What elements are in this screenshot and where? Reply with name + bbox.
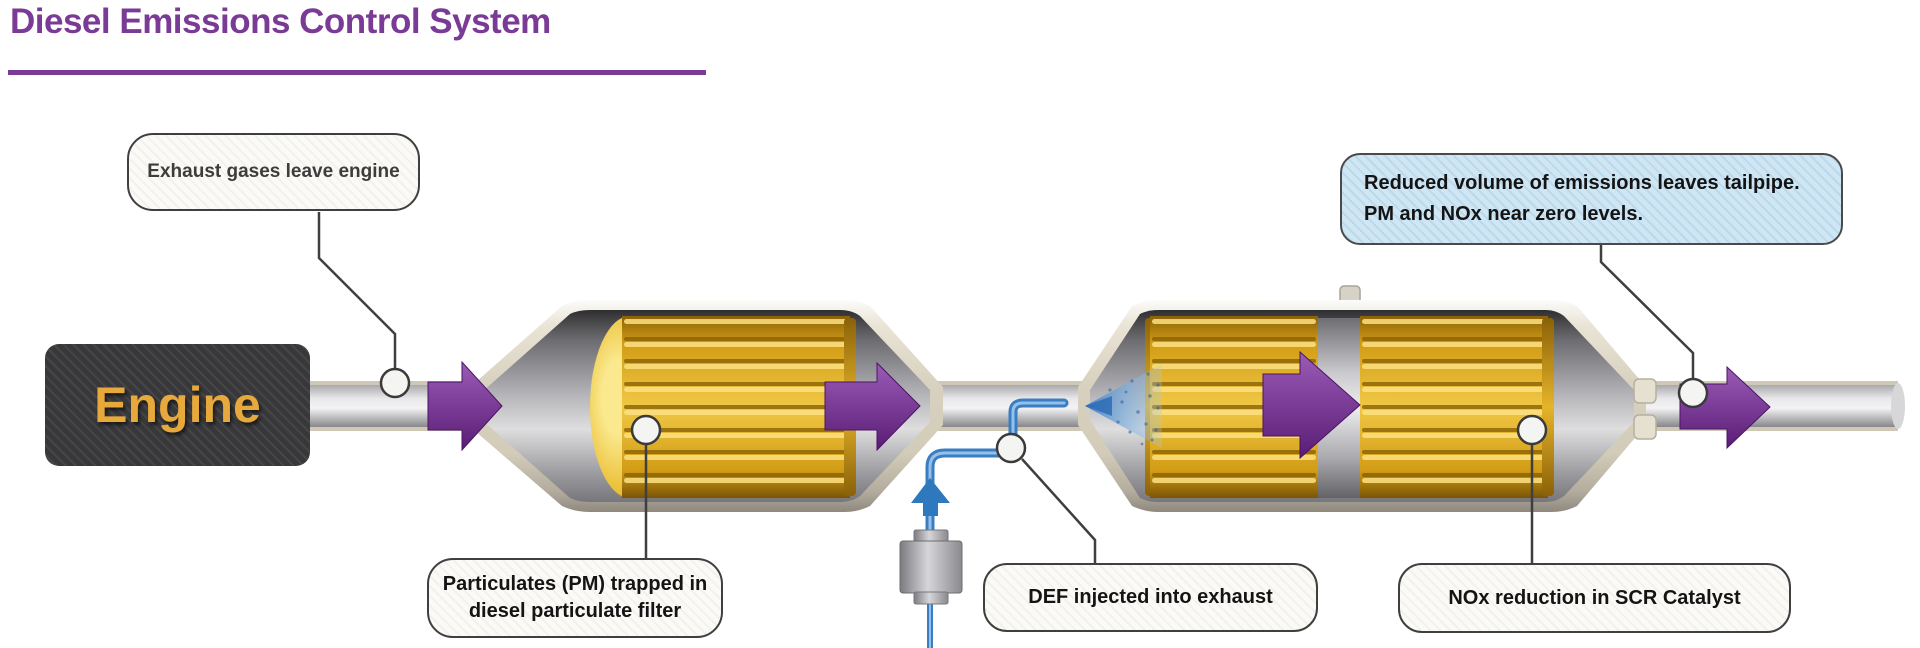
callout-exhaust-gases: Exhaust gases leave engine: [127, 133, 420, 211]
flow-arrow-1-icon: [427, 360, 503, 452]
tailpipe-flange: [1633, 378, 1657, 440]
page-title: Diesel Emissions Control System: [10, 2, 551, 41]
callout-pm-line1: Particulates (PM) trapped in: [442, 573, 708, 595]
def-injection-system: [899, 398, 1069, 648]
title-underline-rule: [8, 70, 706, 75]
flow-arrow-2-icon: [824, 361, 921, 452]
callout-pm-trapped: Particulates (PM) trapped in diesel part…: [427, 558, 723, 638]
def-supply-line: [925, 398, 1069, 648]
callout-pm-line2: diesel particulate filter: [468, 600, 682, 622]
connector-def: [1021, 458, 1097, 563]
scr-filter-end-ring: [1542, 318, 1554, 496]
callout-def-injected: DEF injected into exhaust: [983, 563, 1318, 632]
callout-markers: [379, 367, 1709, 464]
connector-tailpipe: [1599, 245, 1695, 379]
flow-arrow-3-icon: [1262, 350, 1361, 460]
def-spray-icon: [1085, 364, 1162, 448]
callout-tailpipe-result: Reduced volume of emissions leaves tailp…: [1340, 153, 1843, 245]
connector-exhaust: [317, 212, 397, 369]
marker-nox-point: [1516, 414, 1548, 446]
def-flow-up-arrow-icon: [911, 478, 950, 516]
engine-label: Engine: [94, 377, 261, 433]
scr-catalyst-block-2: [1360, 316, 1554, 498]
scr-block2-flutes: [1362, 319, 1544, 483]
marker-tailpipe-point: [1677, 377, 1709, 409]
callout-tailpipe-line1: Reduced volume of emissions leaves tailp…: [1364, 172, 1800, 194]
scr-catalyst: [1078, 285, 1646, 512]
callout-nox-text: NOx reduction in SCR Catalyst: [1448, 586, 1741, 609]
dpf-filter-element: [590, 316, 856, 498]
callout-exhaust-text: Exhaust gases leave engine: [147, 161, 400, 182]
callout-def-text: DEF injected into exhaust: [1028, 586, 1273, 608]
marker-def-point: [995, 432, 1027, 464]
tailpipe-end-cap: [1891, 383, 1905, 429]
marker-pm-point: [630, 414, 662, 446]
diesel-particulate-filter: [468, 300, 943, 512]
callout-tailpipe-line2: PM and NOx near zero levels.: [1364, 203, 1643, 225]
engine-block: Engine: [45, 344, 310, 466]
marker-exhaust-point: [379, 367, 411, 399]
scr-block1-flutes: [1152, 319, 1316, 483]
dpf-filter-flutes: [624, 319, 848, 483]
callout-nox-reduction: NOx reduction in SCR Catalyst: [1398, 563, 1791, 633]
callout-connectors: [317, 212, 1695, 563]
def-pump: [899, 529, 963, 605]
